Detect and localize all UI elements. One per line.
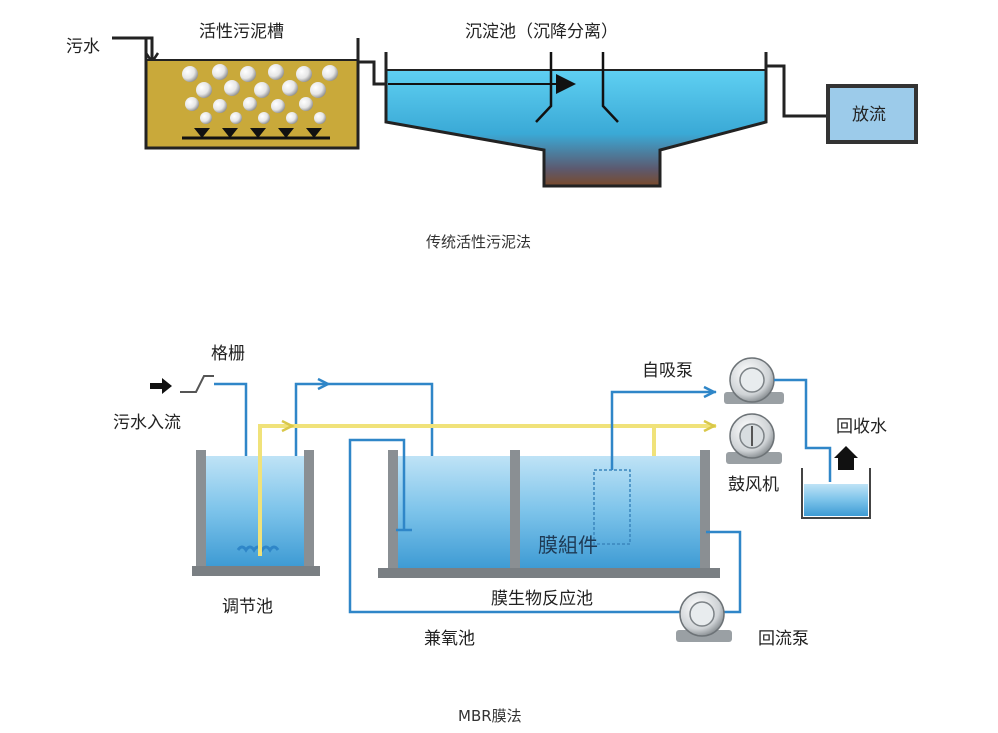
- top-caption: 传统活性污泥法: [426, 233, 531, 251]
- membrane-module-label: 膜組件: [538, 533, 598, 557]
- recycled-water-fill: [804, 484, 868, 516]
- bottom-diagram: 格栅 污水入流 调节池 膜組件 自吸泵: [113, 344, 887, 725]
- blower-icon: [726, 413, 782, 464]
- suction-pump-label: 自吸泵: [642, 361, 693, 381]
- recycled-water-label: 回收水: [836, 417, 887, 437]
- blower-label: 鼓风机: [728, 475, 779, 495]
- aeration-tank-label: 活性污泥槽: [199, 22, 284, 42]
- suction-arrow-icon: [703, 385, 717, 399]
- transfer-arrow-icon: [317, 377, 331, 391]
- equalization-wall-left: [196, 450, 206, 568]
- inflow-label: 污水入流: [113, 413, 181, 433]
- mbr-tank-label: 膜生物反应池: [491, 589, 593, 609]
- aeration-tank-walls: [144, 38, 360, 150]
- reactor-base: [378, 568, 720, 578]
- bottom-caption: MBR膜法: [458, 707, 522, 725]
- discharge-box: [826, 84, 918, 144]
- suction-pipe: [610, 390, 716, 470]
- recycled-water-tank: [801, 468, 871, 519]
- up-arrow-icon: [834, 446, 858, 470]
- return-pipe-right: [706, 530, 742, 614]
- outlet-pipe: [766, 64, 826, 118]
- recycle-pipe: [774, 378, 832, 482]
- air-arrow-icon-2: [703, 419, 717, 433]
- reactor-water: [394, 456, 706, 568]
- aeration-bubbles: [182, 64, 338, 124]
- return-pipe-loop: [348, 438, 686, 614]
- sedimentation-tank-walls: [384, 52, 768, 188]
- suction-pump-icon: [724, 357, 784, 404]
- baffle-left: [535, 52, 553, 123]
- air-pipe: [258, 424, 716, 556]
- equalization-label: 调节池: [222, 597, 273, 617]
- diffusers: [182, 128, 330, 140]
- sedimentation-tank-label: 沉淀池（沉降分离）: [465, 22, 618, 42]
- reactor-divider: [510, 450, 520, 570]
- connect-pipe: [358, 60, 388, 86]
- return-pump-icon: [676, 591, 732, 642]
- inlet-pipe: [112, 36, 154, 60]
- discharge-label: 放流: [852, 105, 886, 125]
- inflow-arrow-icon: [150, 378, 172, 394]
- screen-label: 格栅: [211, 344, 245, 364]
- return-pump-label: 回流泵: [758, 629, 809, 649]
- reactor-wall-right: [700, 450, 710, 570]
- top-diagram: 污水 活性污泥槽 沉淀池（沉降分: [66, 22, 918, 251]
- reactor-wall-left: [388, 450, 398, 570]
- air-arrow-icon: [281, 419, 295, 433]
- equalization-base: [192, 566, 320, 576]
- sewage-label: 污水: [66, 37, 100, 57]
- screen-icon: [180, 375, 214, 393]
- anoxic-tank-label: 兼氧池: [424, 629, 475, 649]
- sedimentation-tank: [385, 69, 767, 187]
- baffle-right: [601, 52, 619, 123]
- equalization-wall-right: [304, 450, 314, 568]
